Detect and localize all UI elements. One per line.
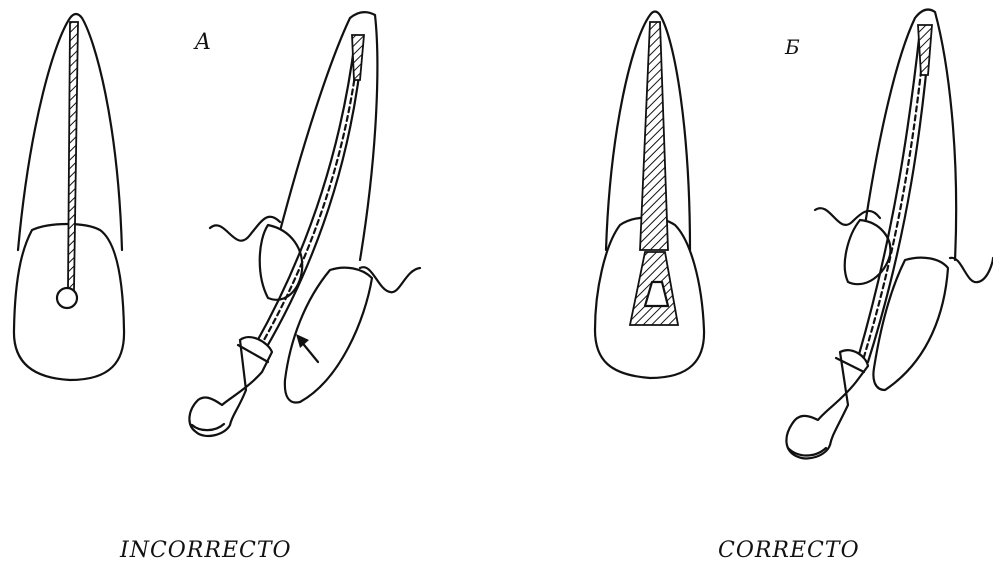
file-tip-b xyxy=(918,25,932,75)
instrument-handle xyxy=(189,337,272,436)
access-cavity xyxy=(57,288,77,308)
panel-a-side-tooth xyxy=(189,12,420,436)
panel-a-label: A xyxy=(195,30,211,55)
file-tip xyxy=(352,35,364,80)
side-root-outline-b xyxy=(860,10,956,260)
panel-a-front-tooth xyxy=(14,14,124,380)
caption-correct: CORRECTO xyxy=(718,538,860,563)
root-canal-filling-b xyxy=(640,22,668,250)
gum-line-right-b xyxy=(950,258,993,282)
caption-incorrect: INCORRECTO xyxy=(120,538,292,563)
panel-b-label: Б xyxy=(785,35,800,59)
crown-lingual-b xyxy=(845,220,891,284)
panel-b-front-tooth xyxy=(595,12,704,379)
instrument-handle-b xyxy=(786,350,868,458)
panel-b-side-tooth xyxy=(786,10,993,459)
